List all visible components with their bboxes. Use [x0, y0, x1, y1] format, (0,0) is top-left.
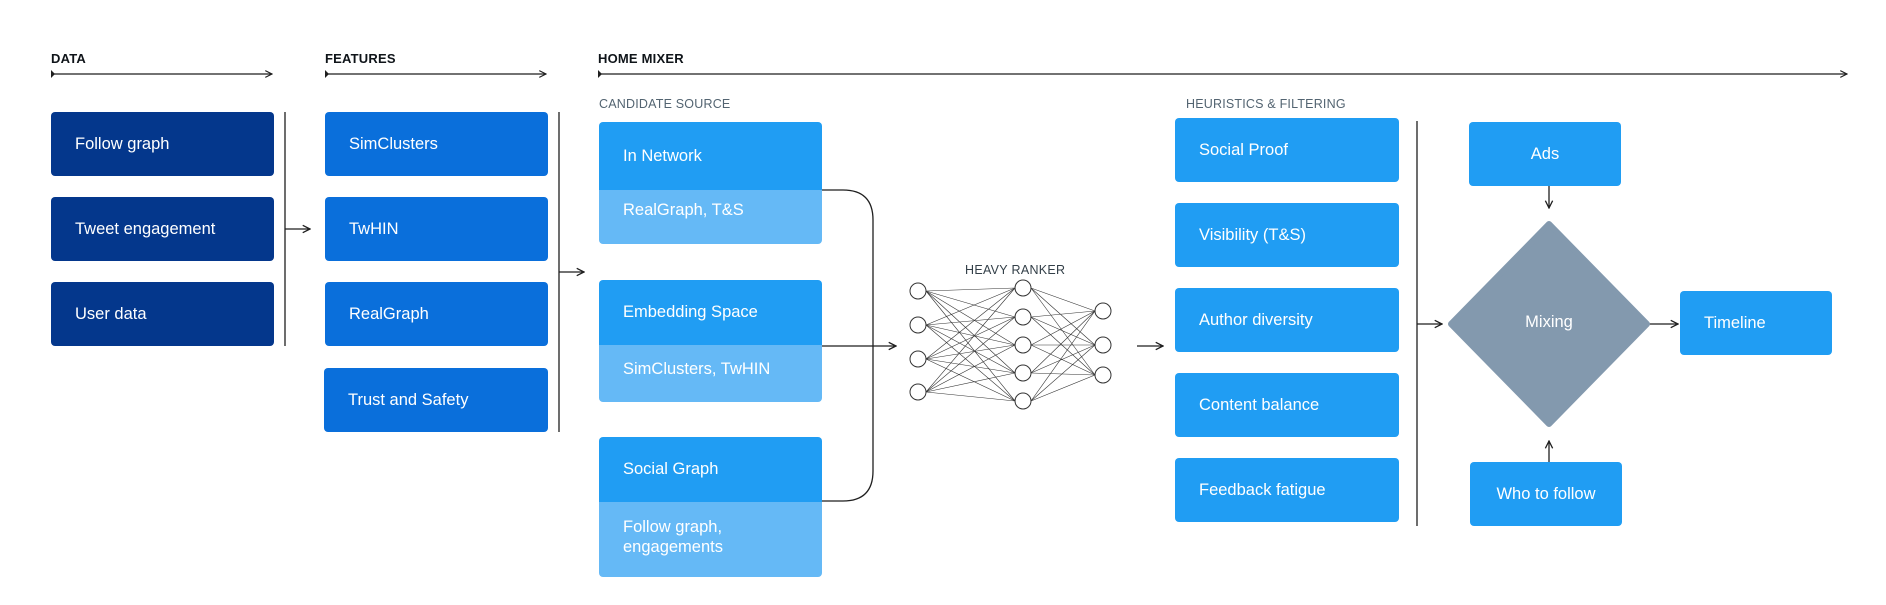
candidate-merge-top: [822, 189, 874, 346]
heuristics-filtering-label: HEURISTICS & FILTERING: [1186, 97, 1346, 111]
network-node: [1014, 392, 1032, 410]
network-node: [1094, 336, 1112, 354]
network-edge: [1030, 374, 1096, 402]
network-node: [1014, 308, 1032, 326]
features-section-header: FEATURES: [325, 51, 396, 66]
network-edge: [925, 287, 1016, 292]
network-edge: [925, 358, 1016, 374]
filter-box-social-proof: Social Proof: [1175, 118, 1399, 182]
filter-box-visibility: Visibility (T&S): [1175, 203, 1399, 267]
heavy-ranker-network: [909, 279, 1112, 410]
candidate-social-graph: Social Graph Follow graph, engagements: [599, 437, 822, 577]
network-edge: [1030, 310, 1096, 346]
network-edge: [925, 324, 1016, 346]
network-edge: [1030, 287, 1096, 346]
candidate-detail: Follow graph, engagements: [599, 502, 822, 577]
timeline-box: Timeline: [1680, 291, 1832, 355]
network-edge: [925, 316, 1016, 326]
network-node: [1094, 302, 1112, 320]
network-node: [1094, 366, 1112, 384]
data-box-follow-graph: Follow graph: [51, 112, 274, 176]
network-edge: [925, 290, 1016, 402]
network-edge: [925, 287, 1016, 393]
network-edge: [925, 290, 1016, 318]
candidate-source-label: CANDIDATE SOURCE: [599, 97, 731, 111]
candidate-detail-line: engagements: [623, 537, 723, 556]
network-edge: [1030, 310, 1096, 318]
network-edge: [925, 316, 1016, 393]
network-edge: [925, 316, 1016, 360]
network-edge: [1030, 310, 1096, 402]
network-node: [909, 383, 927, 401]
who-to-follow-box: Who to follow: [1470, 462, 1622, 526]
candidate-embedding-space: Embedding Space SimClusters, TwHIN: [599, 280, 822, 402]
network-node: [1014, 279, 1032, 297]
network-node: [909, 282, 927, 300]
network-edge: [925, 287, 1016, 326]
candidate-title: Embedding Space: [599, 280, 822, 345]
network-edge: [1030, 344, 1096, 402]
candidate-in-network: In Network RealGraph, T&S: [599, 122, 822, 244]
network-edge: [1030, 316, 1096, 346]
feature-box-twhin: TwHIN: [325, 197, 548, 261]
feature-box-simclusters: SimClusters: [325, 112, 548, 176]
network-edge: [925, 324, 1016, 374]
network-edge: [1030, 344, 1096, 376]
network-node: [1014, 364, 1032, 382]
candidate-title: In Network: [599, 122, 822, 190]
candidate-title: Social Graph: [599, 437, 822, 502]
network-edge: [925, 358, 1016, 402]
network-edge: [1030, 287, 1096, 376]
network-edge: [1030, 344, 1096, 374]
data-box-user-data: User data: [51, 282, 274, 346]
heavy-ranker-label: HEAVY RANKER: [965, 263, 1066, 277]
mixing-label: Mixing: [1525, 313, 1573, 331]
network-edge: [925, 290, 1016, 374]
network-node: [909, 350, 927, 368]
network-node: [1014, 336, 1032, 354]
data-box-tweet-engagement: Tweet engagement: [51, 197, 274, 261]
candidate-detail-line: Follow graph,: [623, 517, 723, 536]
candidate-merge-bottom: [822, 346, 874, 502]
mixing-diamond: [1448, 221, 1650, 427]
ads-box: Ads: [1469, 122, 1621, 186]
network-edge: [925, 344, 1016, 360]
network-node: [909, 316, 927, 334]
filter-box-feedback-fatigue: Feedback fatigue: [1175, 458, 1399, 522]
feature-box-realgraph: RealGraph: [325, 282, 548, 346]
network-edge: [925, 290, 1016, 346]
candidate-detail: RealGraph, T&S: [599, 190, 822, 244]
home-mixer-section-header: HOME MIXER: [598, 51, 684, 66]
network-edge: [925, 324, 1016, 402]
network-edge: [925, 391, 1016, 402]
network-edge: [1030, 287, 1096, 312]
section-arrow-starts: [51, 70, 602, 78]
network-edge: [925, 344, 1016, 393]
network-edge: [925, 287, 1016, 360]
network-edge: [1030, 310, 1096, 374]
network-edge: [925, 372, 1016, 393]
filter-box-author-diversity: Author diversity: [1175, 288, 1399, 352]
network-edge: [1030, 372, 1096, 376]
data-section-header: DATA: [51, 51, 86, 66]
network-edge: [1030, 316, 1096, 376]
candidate-detail: SimClusters, TwHIN: [599, 345, 822, 402]
feature-box-trust-and-safety: Trust and Safety: [324, 368, 548, 432]
filter-box-content-balance: Content balance: [1175, 373, 1399, 437]
